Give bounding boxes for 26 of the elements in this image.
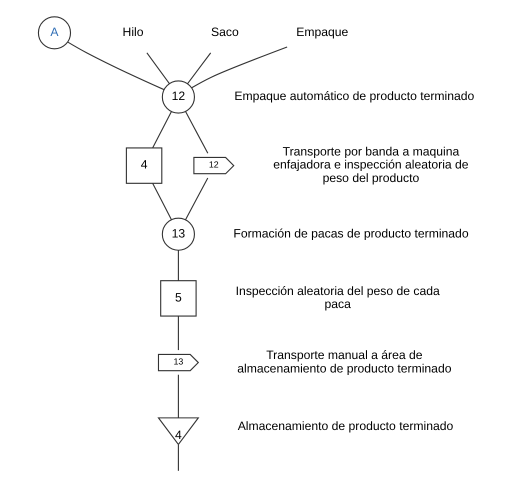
node-box: 5 (160, 280, 196, 317)
connector (146, 52, 170, 84)
node-label: Transporte manual a área de almacenamiento de producto terminado (236, 348, 451, 376)
node-circle: 13 (161, 218, 194, 251)
connector (184, 178, 208, 220)
node-circle: 12 (161, 80, 194, 114)
node-text: Empaque (296, 24, 348, 39)
node-label: Formación de pacas de producto terminado (232, 226, 468, 240)
connector (152, 111, 172, 148)
node-label: Transporte por banda a maquina enfajadora e inspección aleatoria de peso del producto (272, 144, 468, 185)
node-label: Almacenamiento de producto terminado (237, 418, 453, 433)
node-label: Inspección aleatoria del peso de cada paca (235, 284, 440, 312)
connector (177, 444, 178, 471)
connector (184, 111, 208, 154)
connector (177, 250, 178, 281)
node-circle: A (37, 16, 71, 50)
connector (186, 52, 211, 84)
connector (66, 42, 164, 90)
node-text: Saco (210, 24, 238, 39)
connector (190, 46, 287, 88)
node-text: Hilo (122, 24, 144, 39)
connector (177, 316, 178, 350)
node-box: 4 (125, 147, 162, 184)
connector (152, 183, 172, 220)
node-label: Empaque automático de producto terminado (234, 89, 474, 104)
connector (177, 374, 178, 418)
